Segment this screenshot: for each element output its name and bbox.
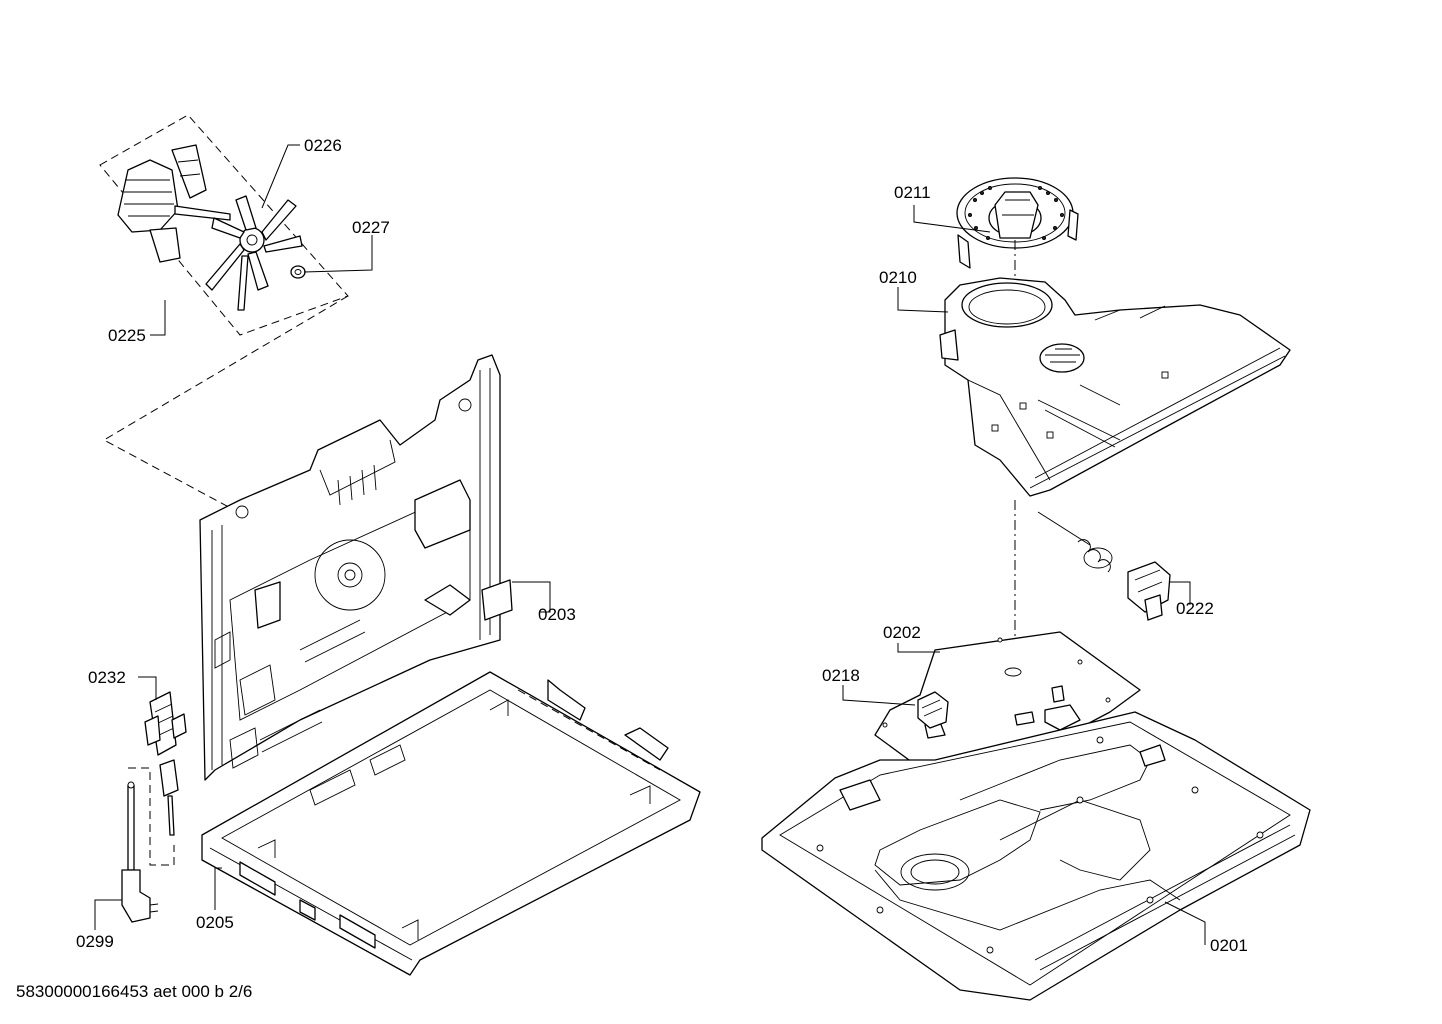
back-panel-0203 xyxy=(199,354,513,781)
fan-motor-assembly-0225 xyxy=(99,114,349,336)
probe-sensor-0299 xyxy=(121,781,159,923)
callout-0202: 0202 xyxy=(883,623,921,642)
blower-wheel-0211 xyxy=(956,177,1079,269)
connector-plug xyxy=(159,759,179,836)
fan-wheel-0226 xyxy=(205,195,303,311)
callout-0218: 0218 xyxy=(822,666,860,685)
nut-0227 xyxy=(290,265,306,279)
bottom-frame-0205 xyxy=(201,671,701,976)
callout-0210: 0210 xyxy=(879,268,917,287)
callout-labels: 0226 0227 0225 0211 0210 0203 0222 0202 … xyxy=(76,136,1248,955)
door-switch-0232 xyxy=(144,691,187,756)
base-plate-0201 xyxy=(761,711,1311,1001)
callout-0227: 0227 xyxy=(352,218,390,237)
callout-0299: 0299 xyxy=(76,932,114,951)
callout-0225: 0225 xyxy=(108,326,146,345)
callout-0211: 0211 xyxy=(894,183,931,202)
callout-0226: 0226 xyxy=(304,136,342,155)
callout-0205: 0205 xyxy=(196,913,234,932)
leader-lines xyxy=(94,144,1206,945)
switch-0218 xyxy=(917,691,949,729)
document-reference: 58300000166453 aet 000 b 2/6 xyxy=(16,982,253,1001)
callout-0232: 0232 xyxy=(88,668,126,687)
callout-0201: 0201 xyxy=(1210,936,1248,955)
callout-0222: 0222 xyxy=(1176,599,1214,618)
callout-0203: 0203 xyxy=(538,605,576,624)
thermostat-0222 xyxy=(1037,511,1171,621)
air-duct-0210 xyxy=(939,277,1291,497)
